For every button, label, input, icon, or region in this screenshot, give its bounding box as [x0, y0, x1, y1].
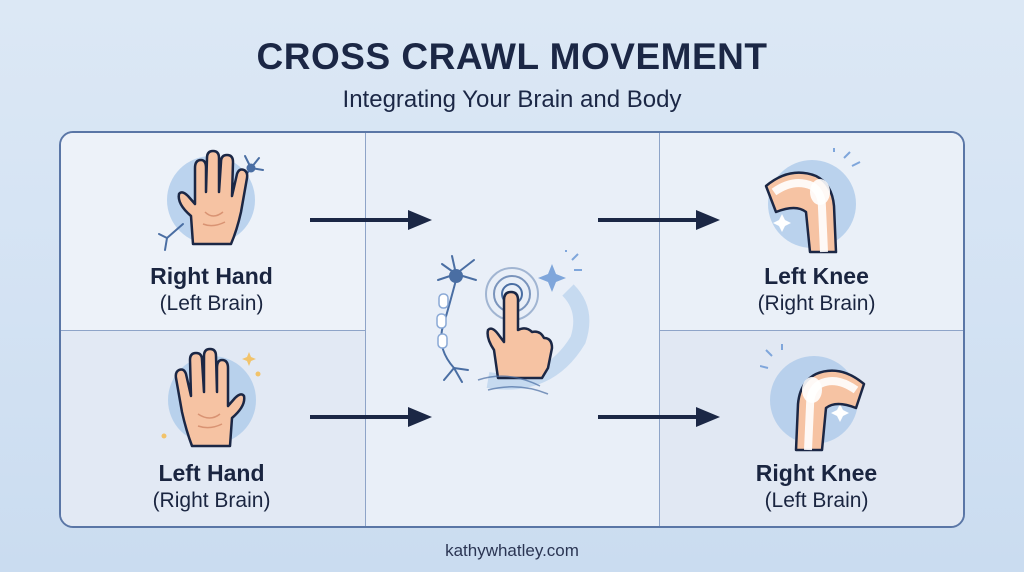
label-right-knee: Right Knee	[755, 460, 878, 486]
left-hand-icon	[161, 347, 261, 448]
right-hand-neuron-icon	[158, 149, 264, 251]
right-knee-icon	[760, 344, 866, 452]
arrow-right-top-left	[310, 210, 432, 230]
label-right-brain-2: (Right Brain)	[757, 292, 876, 315]
label-right-hand: Right Hand	[150, 263, 273, 289]
neuron-touch-icon	[436, 250, 590, 395]
left-knee-icon	[764, 148, 861, 254]
label-left-brain-2: (Left Brain)	[764, 489, 869, 512]
label-right-brain-1: (Right Brain)	[152, 489, 271, 512]
arrow-right-bottom-left	[310, 407, 432, 427]
arrow-right-bottom-right	[598, 407, 720, 427]
footer-url: kathywhatley.com	[445, 541, 579, 560]
label-left-knee: Left Knee	[764, 263, 869, 289]
page-subtitle: Integrating Your Brain and Body	[342, 86, 682, 113]
page-title: CROSS CRAWL MOVEMENT	[256, 36, 768, 77]
arrow-right-top-right	[598, 210, 720, 230]
label-left-hand: Left Hand	[158, 460, 265, 486]
label-left-brain-1: (Left Brain)	[159, 292, 264, 315]
